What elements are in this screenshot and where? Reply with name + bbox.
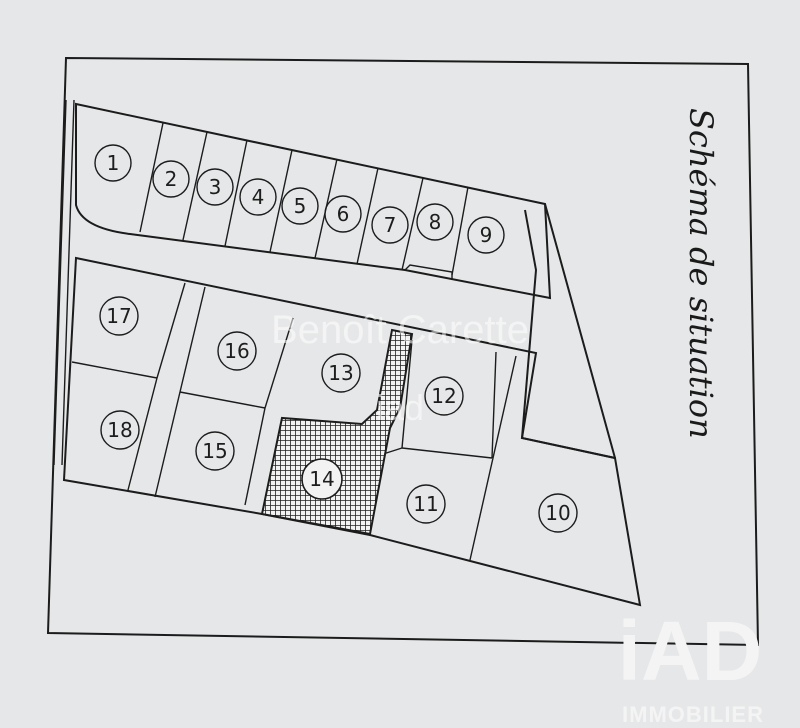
lot-number: 16 — [224, 339, 249, 363]
block-top — [75, 102, 552, 300]
lot-number: 8 — [429, 210, 442, 234]
lot-number: 6 — [337, 202, 350, 226]
block-main — [62, 256, 642, 607]
lot-marker-16: 16 — [217, 331, 257, 371]
diagram-title: Schéma de situation — [682, 108, 720, 439]
brand-subtitle: IMMOBILIER — [622, 702, 764, 727]
lot-number: 5 — [294, 194, 307, 218]
lot-number: 13 — [328, 361, 353, 385]
lot-number: 15 — [202, 439, 227, 463]
lot-marker-15: 15 — [195, 431, 235, 471]
lot-marker-12: 12 — [424, 376, 464, 416]
lot-number: 7 — [384, 213, 397, 237]
lot-number: 4 — [252, 185, 265, 209]
lot-marker-5: 5 — [281, 187, 319, 225]
lot-number: 17 — [106, 304, 131, 328]
top-row-separators — [139, 122, 469, 280]
lot-number: 3 — [209, 175, 222, 199]
lot-labels: 1 2 3 4 5 6 7 8 9 10 11 12 13 14 15 16 1… — [94, 144, 578, 533]
brand-logo: iAD — [618, 604, 763, 698]
lot-marker-7: 7 — [371, 206, 409, 244]
lot-14-hatched — [260, 328, 414, 536]
lot-number: 10 — [545, 501, 570, 525]
watermark-agency: iad — [376, 387, 424, 428]
lot-number: 2 — [165, 167, 178, 191]
lot-marker-2: 2 — [152, 160, 190, 198]
lot-number: 9 — [480, 223, 493, 247]
lot-marker-17: 17 — [99, 296, 139, 336]
lot-marker-8: 8 — [416, 203, 454, 241]
plan-frame — [46, 56, 760, 647]
lot-marker-14: 14 — [301, 458, 343, 500]
watermark-name: Benoît Carette — [271, 308, 529, 352]
lot-number: 11 — [413, 492, 438, 516]
lot-marker-13: 13 — [321, 353, 361, 393]
lot-number: 12 — [431, 384, 456, 408]
lot-number: 14 — [309, 467, 334, 491]
lot-marker-11: 11 — [406, 484, 446, 524]
lot-number: 1 — [107, 151, 120, 175]
lot-marker-9: 9 — [467, 216, 505, 254]
road-edge-left — [53, 99, 75, 466]
lot-marker-4: 4 — [239, 178, 277, 216]
lot-marker-18: 18 — [100, 410, 140, 450]
road-right — [520, 203, 616, 459]
lot-marker-3: 3 — [196, 168, 234, 206]
lot-marker-1: 1 — [94, 144, 132, 182]
lot-number: 18 — [107, 418, 132, 442]
lot-marker-6: 6 — [324, 195, 362, 233]
lot-marker-10: 10 — [538, 493, 578, 533]
